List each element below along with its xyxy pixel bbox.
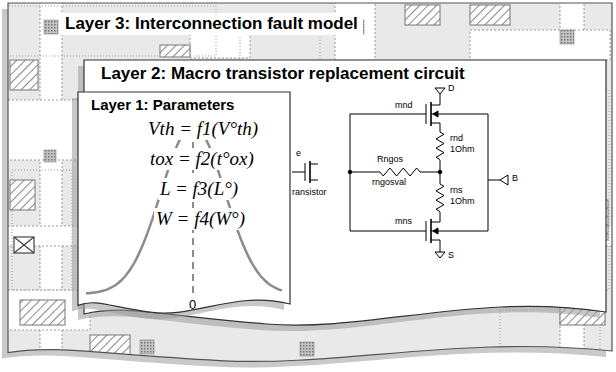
wire — [350, 172, 380, 173]
wire — [488, 180, 500, 181]
bulk-arrow — [433, 228, 438, 234]
parameter-equation: Vth = f1(V°th) — [146, 118, 260, 140]
gate-wire — [350, 231, 426, 232]
wire — [431, 123, 440, 132]
device-name: rnd — [450, 134, 463, 144]
wire — [431, 94, 440, 105]
panel-shape — [78, 92, 290, 313]
gaussian-curve — [86, 126, 282, 293]
device-name: mnd — [395, 101, 413, 111]
device-name: Rngos — [377, 155, 403, 165]
bulk-arrow — [433, 111, 438, 117]
bulk-bus — [488, 114, 489, 231]
bulk-wire — [431, 231, 488, 232]
device-name: rns — [450, 186, 463, 196]
bulk-terminal — [500, 175, 508, 185]
resistor-symbol — [380, 168, 420, 176]
panel-shape — [8, 3, 612, 361]
drain-terminal — [435, 88, 445, 94]
gate-wire — [350, 114, 426, 115]
axis-value: 0 — [189, 298, 196, 312]
terminal-name: B — [512, 174, 518, 184]
parameter-equation: tox = f2(t°ox) — [148, 148, 256, 170]
gate-wire — [292, 172, 305, 173]
bulk-wire — [431, 114, 488, 115]
layer-panel: Layer 3: Interconnection fault model — [8, 3, 612, 367]
gate-plate — [305, 163, 306, 181]
wire — [431, 212, 440, 222]
parameter-equation: L = f3(L°) — [158, 178, 240, 200]
terminal-name: S — [448, 251, 454, 261]
layer-title: Layer 1: Parameters — [86, 95, 239, 114]
layer-panel: Layer 1: ParametersVth = f1(V°th) tox = f… — [78, 92, 290, 318]
parameter-equation: W = f4(W°) — [154, 208, 247, 230]
resistance-value: 1Ohm — [450, 145, 475, 155]
gate-bus — [350, 114, 351, 231]
wire — [310, 164, 318, 180]
source-terminal — [435, 252, 445, 258]
layer-title: Layer 3: Interconnection fault model — [60, 13, 363, 35]
resistor-symbol — [436, 132, 444, 160]
resistor-symbol — [436, 184, 444, 212]
wire — [431, 240, 440, 252]
terminal-name: D — [448, 84, 455, 94]
partial-label: ransistor — [292, 188, 327, 198]
layer-title: Layer 2: Macro transistor replacement ci… — [96, 63, 470, 85]
resistance-value: 1Ohm — [450, 197, 475, 207]
resistance-value: rngosval — [372, 178, 406, 188]
partial-label: e — [296, 149, 301, 159]
wire — [420, 172, 440, 173]
layer-panel: Layer 2: Macro transistor replacement ci… — [84, 60, 606, 332]
device-name: mns — [395, 217, 412, 227]
